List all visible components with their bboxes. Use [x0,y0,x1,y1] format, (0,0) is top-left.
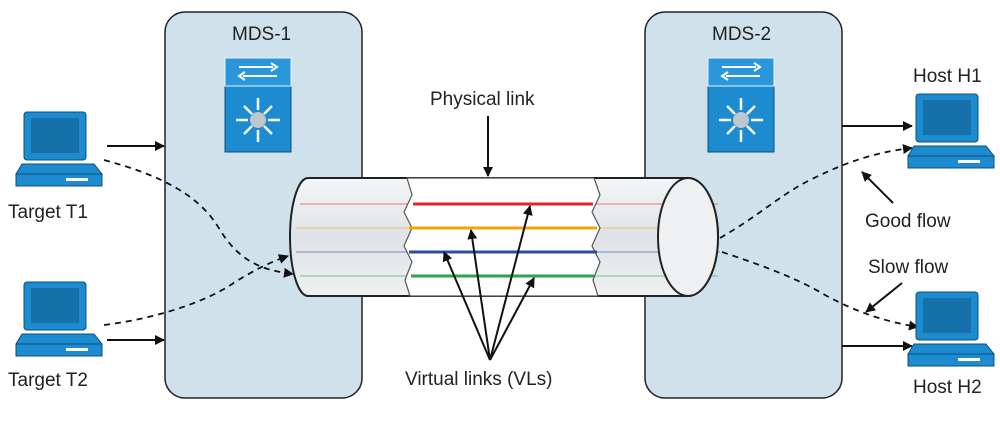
dashed-good-flow [719,144,913,239]
virtual-links-label: Virtual links (VLs) [405,369,553,390]
physical-link-label: Physical link [430,89,535,110]
arrow-good-flow-label [861,171,894,204]
switch-label-mds1: MDS-1 [232,24,292,45]
mds-switch-icon [224,57,292,153]
mds-switch-icon [707,57,775,153]
target-t1-label: Target T1 [8,202,88,223]
arrow-slow-flow-label [865,282,903,313]
slow-flow-label: Slow flow [868,257,949,278]
physical-link-pipe [289,177,720,297]
computer-icon-host-h2 [907,291,996,367]
dashed-flow-t2 [103,254,289,326]
target-t2-label: Target T2 [8,370,88,391]
computer-icon-target-t1 [15,111,104,187]
switch-label-mds2: MDS-2 [712,24,772,45]
dashed-slow-flow [721,251,919,331]
computer-icon-host-h1 [907,93,996,169]
host-h2-label: Host H2 [913,377,982,398]
good-flow-label: Good flow [865,211,951,232]
computer-icon-target-t2 [15,281,104,357]
dashed-flow-t1 [103,159,294,278]
host-h1-label: Host H1 [913,66,982,87]
virtual-links-arrows [442,205,535,361]
